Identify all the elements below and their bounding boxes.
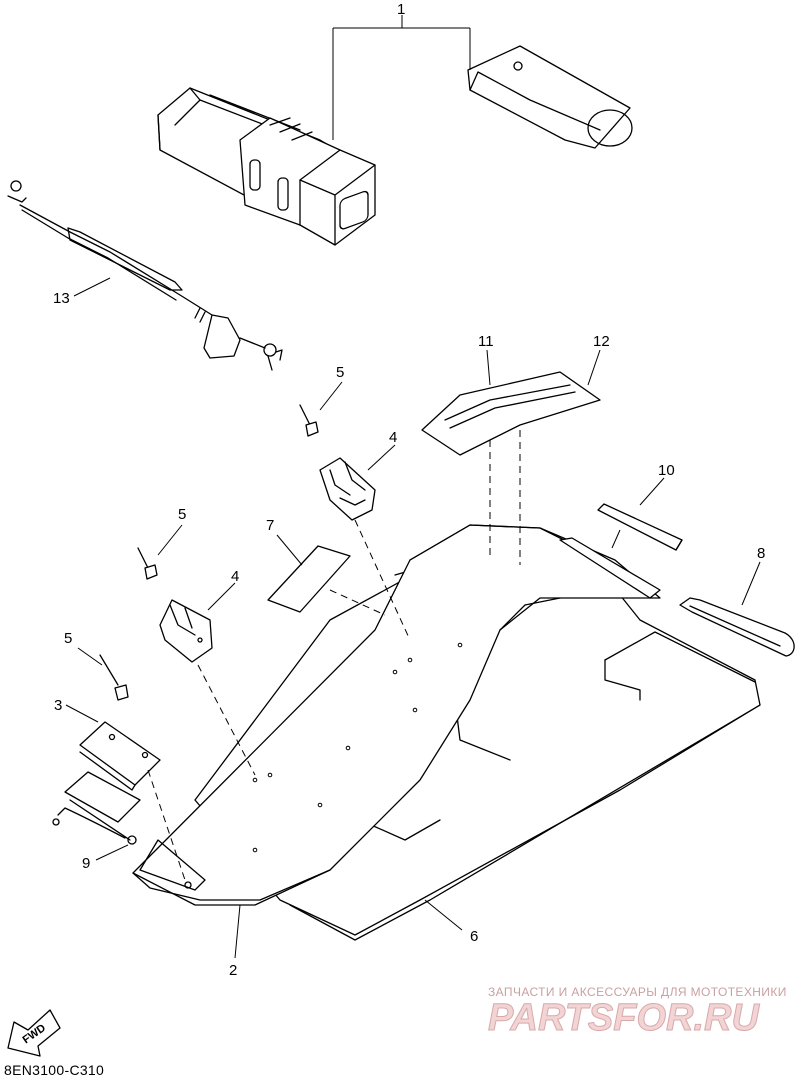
bracket-4-lower xyxy=(159,599,213,663)
callout-13: 13 xyxy=(53,290,70,307)
callout-5b-leader xyxy=(157,524,183,556)
callout-5c-leader xyxy=(77,647,103,666)
tool-bag xyxy=(157,87,376,246)
callout-2-leader xyxy=(234,904,241,959)
callout-3-leader xyxy=(65,704,99,723)
callout-13-leader xyxy=(73,277,111,297)
label-7 xyxy=(267,545,351,613)
hinge-plate xyxy=(64,721,161,823)
callout-10: 10 xyxy=(658,462,675,479)
tool-pouch xyxy=(467,45,633,149)
watermark-logo-text: PARTSFOR.RU xyxy=(488,997,760,1036)
callout-5-upper: 5 xyxy=(336,364,344,381)
callout-4b-leader xyxy=(207,582,236,611)
screw-5-lower xyxy=(99,654,129,701)
callout-12-leader xyxy=(587,349,601,386)
assembly-guide-lower xyxy=(147,769,186,881)
watermark-logo: PARTSFOR.RU xyxy=(488,997,761,1037)
callout-4-lower: 4 xyxy=(231,568,239,585)
callout-5-middle: 5 xyxy=(178,506,186,523)
callout-5a-leader xyxy=(319,381,343,411)
callout-5-lower: 5 xyxy=(64,630,72,647)
screw-5-upper xyxy=(299,404,319,437)
label-7-guide xyxy=(329,589,386,616)
callout-9: 9 xyxy=(82,855,90,872)
callout-7-leader xyxy=(276,534,303,566)
callout-1-leader xyxy=(332,15,471,140)
diagram-code: 8EN3100-C310 xyxy=(4,1062,105,1078)
callout-3: 3 xyxy=(54,697,62,714)
assembly-guide-upper xyxy=(354,519,411,641)
screw-5-middle xyxy=(137,547,158,580)
label-11-12 xyxy=(421,371,601,456)
fwd-arrow-icon: FWD xyxy=(7,1009,61,1057)
callout-6: 6 xyxy=(470,928,478,945)
callout-8: 8 xyxy=(757,545,765,562)
tray-edge-strip xyxy=(559,537,661,599)
seat-lock-cable xyxy=(7,180,283,371)
hinge-pin xyxy=(52,799,137,845)
callout-8-leader xyxy=(741,561,761,606)
rubber-strip xyxy=(597,503,683,551)
callout-2: 2 xyxy=(229,962,237,979)
assembly-guide-middle xyxy=(197,664,256,776)
callout-4a-leader xyxy=(367,444,396,471)
callout-6-leader xyxy=(424,899,463,931)
watermark-caption: ЗАПЧАСТИ И АКСЕССУАРЫ ДЛЯ МОТОТЕХНИКИ xyxy=(488,985,787,999)
callout-9-leader xyxy=(95,844,129,861)
callout-11-leader xyxy=(486,349,491,386)
callout-4-upper: 4 xyxy=(389,429,397,446)
bracket-4-upper xyxy=(319,457,376,521)
callout-1: 1 xyxy=(397,1,405,18)
callout-11: 11 xyxy=(478,333,494,350)
callout-12: 12 xyxy=(593,333,610,350)
callout-10-leader xyxy=(611,477,665,549)
seat-base-tray xyxy=(132,524,661,906)
wire-hook xyxy=(679,597,795,657)
callout-7: 7 xyxy=(266,517,274,534)
